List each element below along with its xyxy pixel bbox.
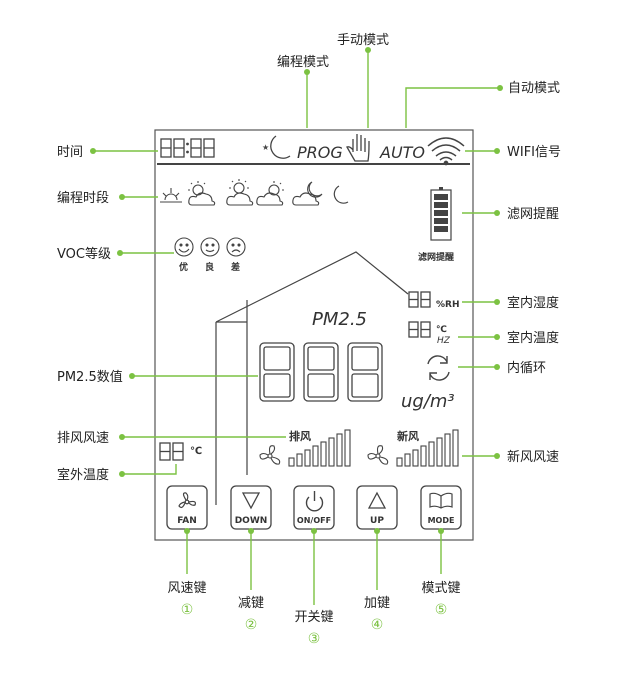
time-digits (160, 138, 215, 158)
pm-unit: ug/m³ (401, 391, 455, 412)
smiley-icon (226, 237, 246, 257)
callout-indoor-temperature: 室内温度 (507, 330, 559, 346)
voc-level-good: 优 (179, 261, 188, 273)
callout-auto-mode: 自动模式 (508, 81, 560, 96)
pm-label: PM2.5 (312, 309, 367, 330)
callout-voc-level: VOC等级 (57, 246, 111, 262)
hz-glyph: HZ (437, 336, 451, 346)
prog-label: PROG (297, 143, 343, 162)
callout-exhaust-fan-speed: 排风风速 (57, 431, 109, 446)
caption-up-key: 加键 (364, 596, 390, 611)
fan-icon (259, 445, 281, 465)
callout-inner-circulation: 内循环 (507, 360, 546, 376)
triangle-down-icon (241, 492, 261, 510)
callout-time: 时间 (57, 145, 83, 160)
exhaust-speed-bars (288, 429, 351, 467)
caption-fan-key: 风速键 (167, 581, 206, 596)
svg-text:★: ★ (262, 143, 269, 152)
mode-button-label: MODE (428, 516, 455, 525)
recycle-icon (427, 355, 450, 381)
caption-up-key-num: ④ (371, 617, 384, 633)
voc-level-poor: 差 (231, 261, 240, 273)
moon-icon (333, 185, 349, 204)
caption-power-key: 开关键 (294, 610, 333, 625)
smiley-icon (200, 237, 220, 257)
power-icon (305, 491, 324, 512)
caption-mode-key: 模式键 (421, 581, 460, 596)
filter-label: 滤网提醒 (418, 251, 454, 263)
caption-mode-key-num: ⑤ (435, 602, 448, 618)
indoor-temp-unit: ℃ (436, 325, 447, 335)
auto-label: AUTO (379, 143, 425, 162)
fan-icon (367, 445, 389, 465)
callout-filter-reminder: 滤网提醒 (507, 206, 559, 222)
on-off-button[interactable]: ON/OFF (293, 485, 335, 530)
caption-down-key: 减键 (238, 596, 264, 611)
fresh-speed-bars (396, 429, 459, 467)
callout-manual-mode: 手动模式 (337, 33, 389, 48)
wifi-icon (427, 137, 465, 166)
book-icon (429, 492, 453, 509)
on-off-button-label: ON/OFF (297, 516, 331, 525)
indoor-temp-digits (408, 321, 431, 338)
outdoor-temp-unit: ℃ (190, 446, 202, 457)
humidity-digits (408, 291, 431, 308)
moon-icon: ★ (262, 135, 291, 159)
caption-down-key-num: ② (245, 617, 258, 633)
caption-fan-key-num: ① (181, 602, 194, 618)
up-button-label: UP (370, 516, 384, 526)
triangle-up-icon (367, 491, 387, 509)
up-button[interactable]: UP (356, 485, 398, 530)
callout-program-mode: 编程模式 (277, 55, 329, 70)
humidity-unit: %RH (436, 300, 459, 310)
pm-digits (259, 342, 383, 402)
fan-button[interactable]: FAN (166, 485, 208, 530)
house-outline (215, 251, 409, 505)
sun-cloud-icon (226, 179, 254, 206)
caption-power-key-num: ③ (308, 631, 321, 647)
exhaust-label: 排风 (289, 429, 311, 443)
callout-outdoor-temperature: 室外温度 (57, 467, 109, 483)
down-button-label: DOWN (235, 516, 268, 526)
sun-cloud-icon (188, 181, 216, 206)
mode-button[interactable]: MODE (420, 485, 462, 530)
callout-pm25-value: PM2.5数值 (57, 369, 123, 385)
outdoor-temp-digits (159, 442, 184, 461)
callout-program-period: 编程时段 (57, 191, 109, 206)
down-button[interactable]: DOWN (230, 485, 272, 530)
leader-lines (90, 47, 503, 605)
fan-icon (178, 492, 196, 509)
battery-icon (430, 187, 452, 241)
callout-indoor-humidity: 室内湿度 (507, 295, 559, 311)
hand-icon (346, 134, 370, 162)
sunrise-icon (160, 188, 182, 203)
voc-level-fair: 良 (205, 261, 214, 273)
smiley-icon (174, 237, 194, 257)
moon-cloud-icon (292, 181, 323, 206)
callout-fresh-air-fan-speed: 新风风速 (507, 449, 559, 465)
sun-cloud-icon (256, 181, 284, 206)
fresh-label: 新风 (397, 429, 419, 443)
callout-wifi-signal: WIFI信号 (507, 145, 561, 160)
fan-button-label: FAN (177, 516, 197, 526)
